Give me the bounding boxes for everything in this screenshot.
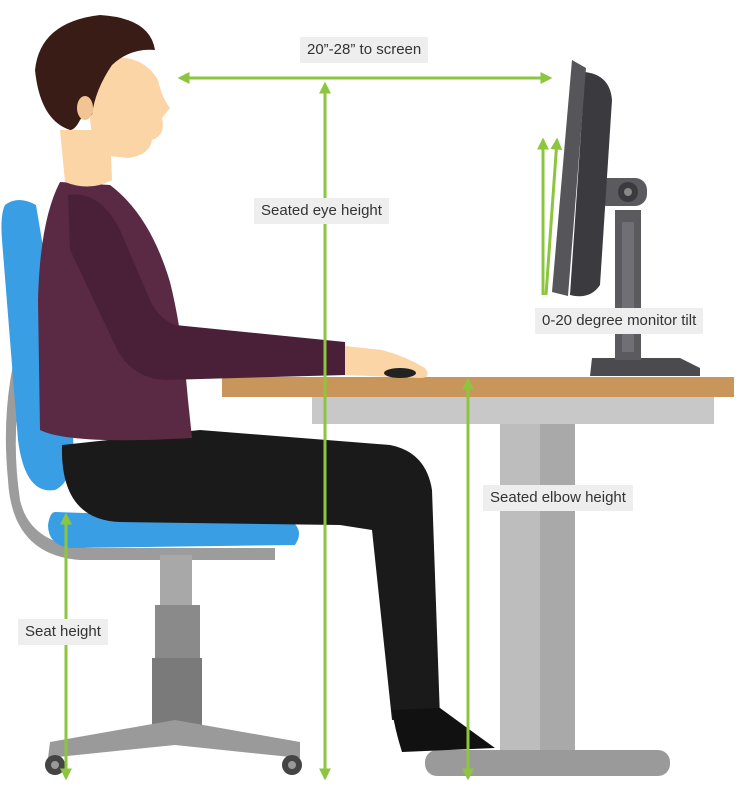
seat-height-label: Seat height <box>18 619 108 645</box>
person-shoe <box>392 708 495 752</box>
desk-top <box>222 377 734 397</box>
person-ear <box>77 96 93 120</box>
tilt-arrow-2 <box>544 137 563 296</box>
person <box>35 15 495 752</box>
person-hair <box>35 15 155 130</box>
chair-column-sleeve <box>152 658 202 728</box>
chair-base <box>48 720 300 758</box>
monitor-back <box>570 72 612 297</box>
monitor-screen <box>552 60 586 296</box>
chair-frame <box>5 330 275 560</box>
seated-eye-height-label: Seated eye height <box>254 198 389 224</box>
monitor-tilt-label: 0-20 degree monitor tilt <box>535 308 704 334</box>
desk-apron <box>312 396 714 424</box>
desk-foot <box>425 750 670 776</box>
person-legs <box>61 430 440 720</box>
seated-elbow-height-label: Seated elbow height <box>483 485 633 511</box>
desk <box>222 377 734 776</box>
person-face <box>90 57 170 158</box>
chair-column-upper <box>160 555 192 610</box>
distance-to-screen-label: 20”-28” to screen <box>300 37 429 63</box>
person-arm <box>68 194 346 380</box>
monitor-base <box>590 358 700 376</box>
computer-mouse <box>384 368 416 378</box>
